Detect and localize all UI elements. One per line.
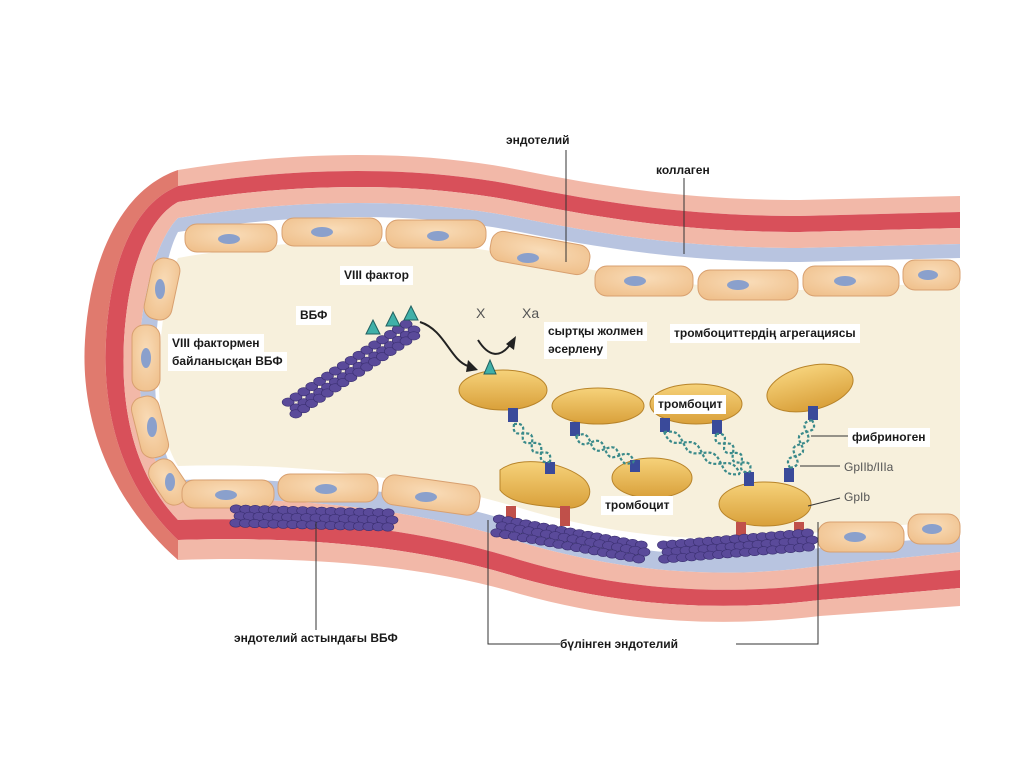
label-vwf-bound-line1: VIII фактормен [168, 334, 264, 353]
gp2b3a-receptor [660, 418, 670, 432]
nucleus [165, 473, 175, 491]
label-x: X [476, 306, 485, 321]
label-vwf-bound-line2: байланысқан ВБФ [168, 352, 287, 371]
label-endothelium: эндотелий [506, 133, 569, 148]
label-extrinsic-line1: сыртқы жолмен [544, 322, 647, 341]
label-subendothelial-vwf: эндотелий астындағы ВБФ [234, 631, 398, 646]
label-gp1b: GpIb [844, 490, 870, 505]
label-platelet-aggregation: тромбоциттердің агрегациясы [670, 324, 860, 343]
nucleus [727, 280, 749, 290]
nucleus [215, 490, 237, 500]
platelet [459, 370, 547, 410]
gp2b3a-receptor [808, 406, 818, 420]
nucleus [315, 484, 337, 494]
label-fibrinogen: фибриноген [848, 428, 930, 447]
vwf-bead [382, 523, 394, 531]
gp2b3a-receptor [508, 408, 518, 422]
label-platelet-bottom: тромбоцит [601, 496, 673, 515]
nucleus [311, 227, 333, 237]
nucleus [918, 270, 938, 280]
label-xa: Xa [522, 306, 539, 321]
vwf-bead [408, 332, 420, 340]
nucleus [141, 348, 151, 368]
label-collagen: коллаген [656, 163, 710, 178]
nucleus [155, 279, 165, 299]
label-factor-viii: VIII фактор [340, 266, 413, 285]
nucleus [834, 276, 856, 286]
nucleus [517, 253, 539, 263]
platelet [719, 482, 811, 526]
platelet [552, 388, 644, 424]
gp1b-receptor [560, 506, 570, 526]
nucleus [147, 417, 157, 437]
gp2b3a-receptor [712, 420, 722, 434]
gp2b3a-receptor [744, 472, 754, 486]
nucleus [218, 234, 240, 244]
nucleus [844, 532, 866, 542]
nucleus [922, 524, 942, 534]
label-gp2b3a: GpIIb/IIIa [844, 460, 893, 475]
gp2b3a-receptor [784, 468, 794, 482]
nucleus [624, 276, 646, 286]
nucleus [415, 492, 437, 502]
label-vwf: ВБФ [296, 306, 331, 325]
vwf-bead [633, 555, 645, 563]
label-damaged-endothelium: бүлінген эндотелий [560, 637, 678, 652]
gp2b3a-receptor [570, 422, 580, 436]
label-platelet-top: тромбоцит [654, 395, 726, 414]
nucleus [427, 231, 449, 241]
label-extrinsic-line2: әсерлену [544, 340, 607, 359]
vwf-bead [803, 543, 815, 551]
gp2b3a-receptor [545, 462, 555, 474]
gp2b3a-receptor [630, 460, 640, 472]
